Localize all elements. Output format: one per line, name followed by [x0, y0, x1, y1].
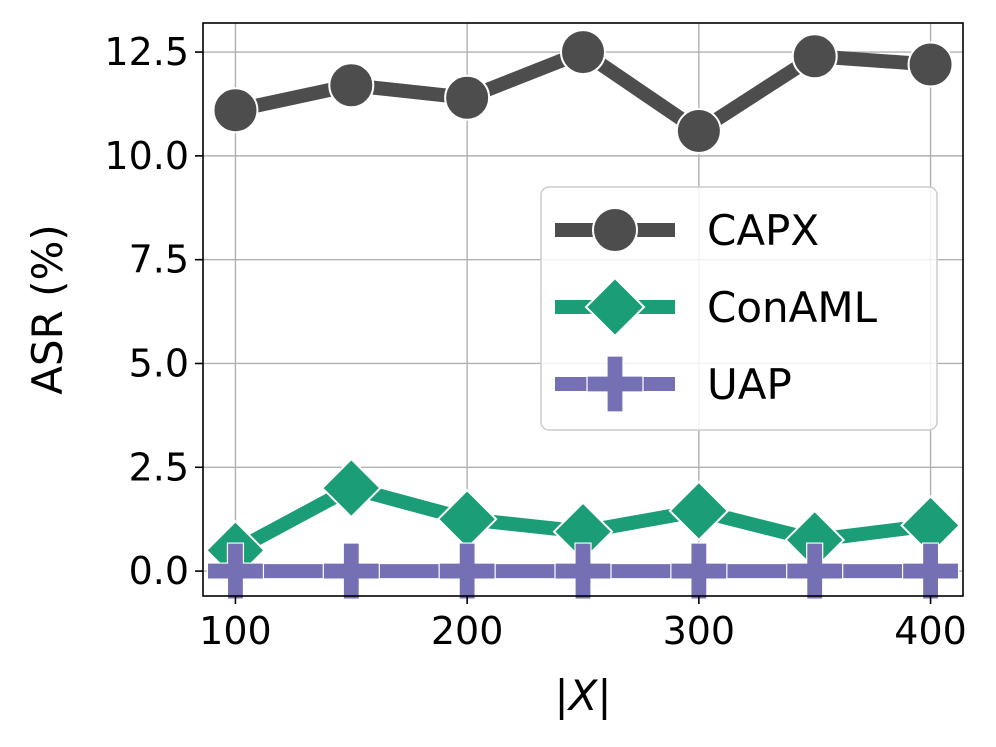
series-conaml-point [436, 488, 498, 550]
series-conaml [205, 457, 961, 581]
series-layer [205, 29, 961, 600]
series-uap-point [438, 542, 496, 600]
legend-label-conaml: ConAML [707, 283, 878, 332]
series-capx-point [328, 62, 375, 109]
series-uap-point [322, 542, 380, 600]
series-uap [206, 542, 960, 600]
legend-label-capx: CAPX [707, 206, 819, 255]
x-tick-label: 100 [199, 609, 272, 653]
x-tick-label: 300 [663, 609, 736, 653]
ticks: 100 200 300 400 0.0 2.5 5.0 7.5 10.0 12.5 [104, 30, 966, 653]
series-capx-point [560, 29, 606, 76]
y-tick-label: 5.0 [129, 341, 189, 385]
series-capx [212, 29, 954, 154]
series-uap-point [901, 542, 960, 600]
series-capx-point [791, 33, 838, 80]
series-capx-point [675, 107, 722, 154]
legend-label-uap: UAP [707, 360, 792, 409]
series-uap-point [554, 542, 612, 600]
series-capx-point [212, 87, 259, 134]
series-capx-point [444, 74, 491, 121]
x-tick-label: 400 [894, 609, 967, 653]
legend: CAPX ConAML UAP [540, 186, 938, 431]
plot-frame [202, 22, 964, 597]
legend-marker-conaml [584, 276, 646, 338]
y-tick-label: 7.5 [129, 238, 189, 282]
series-uap-point [206, 542, 265, 600]
y-tick-label: 12.5 [104, 30, 189, 74]
x-axis-label: |X| [554, 671, 611, 720]
y-tick-label: 0.0 [129, 549, 189, 593]
series-conaml-point [668, 480, 730, 542]
legend-box [540, 186, 938, 431]
x-tick-label: 200 [431, 609, 504, 653]
series-conaml-point [320, 457, 382, 519]
y-tick-label: 10.0 [104, 134, 189, 178]
y-tick-label: 2.5 [129, 445, 189, 489]
y-axis-label: ASR (%) [23, 224, 72, 395]
legend-marker-uap [586, 355, 644, 413]
series-uap-point [670, 542, 728, 600]
series-uap-point [786, 542, 844, 600]
legend-marker-capx [592, 207, 638, 253]
series-capx-point [907, 41, 954, 88]
